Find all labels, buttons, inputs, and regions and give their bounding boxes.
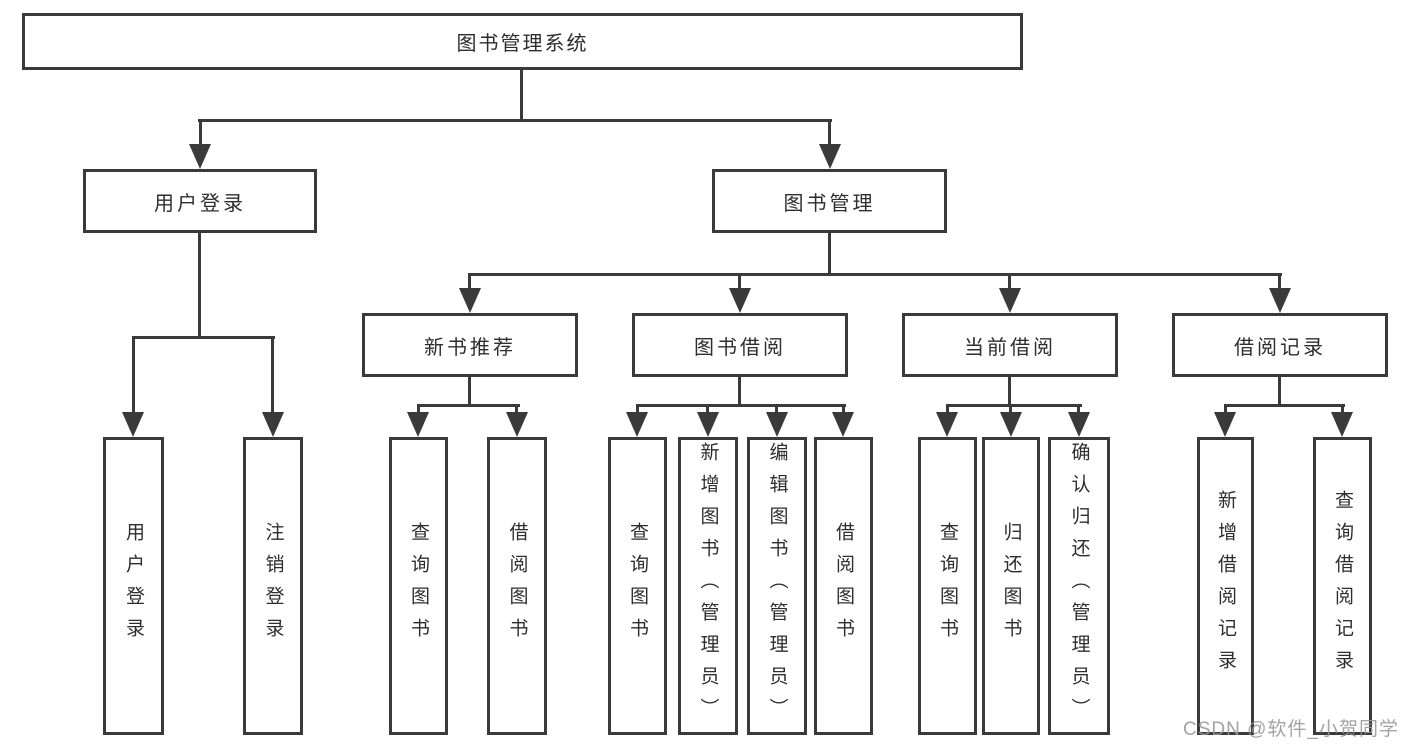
connector-cb-trunk xyxy=(1008,377,1011,407)
node-label: 新书推荐 xyxy=(424,336,516,359)
leaf-bb-edit-books-admin: 编辑图书（管理员） xyxy=(747,437,807,735)
connector-bb-hbar xyxy=(636,404,846,407)
arrowhead-borrow-records xyxy=(1269,288,1291,313)
connector-stem-bb-edit xyxy=(775,404,778,416)
connector-bb-trunk xyxy=(738,377,741,407)
arrowhead-nbr-borrow xyxy=(506,412,528,437)
arrowhead-br-query xyxy=(1331,412,1353,437)
connector-stem-user-login xyxy=(199,119,202,149)
connector-stem-bb-add xyxy=(706,404,709,416)
connector-nbr-trunk xyxy=(468,377,471,407)
leaf-cb-confirm-return-admin: 确认归还（管理员） xyxy=(1048,437,1110,735)
leaf-label: 用户登录 xyxy=(123,522,144,650)
leaf-br-query-record: 查询借阅记录 xyxy=(1313,437,1372,735)
leaf-label: 编辑图书（管理员） xyxy=(766,442,788,730)
leaf-br-add-record: 新增借阅记录 xyxy=(1197,437,1254,735)
arrowhead-book-borrow xyxy=(729,288,751,313)
leaf-user-login: 用户登录 xyxy=(103,437,164,735)
leaf-label: 新增图书（管理员） xyxy=(697,442,719,730)
connector-br-hbar xyxy=(1224,404,1345,407)
node-book-borrowing: 图书借阅 xyxy=(632,313,848,377)
arrowhead-cb-confirm xyxy=(1068,412,1090,437)
connector-book-mgmt-trunk xyxy=(828,232,831,276)
arrowhead-bb-borrow xyxy=(832,412,854,437)
leaf-label: 新增借阅记录 xyxy=(1215,490,1236,682)
leaf-nbr-borrow-books: 借阅图书 xyxy=(487,437,547,735)
connector-root-trunk xyxy=(520,69,523,122)
leaf-bb-borrow-books: 借阅图书 xyxy=(814,437,873,735)
connector-stem-br-query xyxy=(1341,404,1344,416)
node-current-borrowing: 当前借阅 xyxy=(902,313,1118,377)
connector-stem-leaf-login xyxy=(132,336,135,416)
connector-stem-br-add xyxy=(1224,404,1227,416)
connector-stem-borrow-records xyxy=(1278,273,1281,293)
leaf-label: 借阅图书 xyxy=(833,522,854,650)
leaf-label: 查询图书 xyxy=(627,522,648,650)
arrowhead-br-add xyxy=(1214,412,1236,437)
node-label: 用户登录 xyxy=(154,192,246,215)
connector-book-mgmt-hbar xyxy=(468,273,1282,276)
leaf-nbr-query-books: 查询图书 xyxy=(389,437,448,735)
arrowhead-bb-edit xyxy=(766,412,788,437)
connector-stem-bb-query xyxy=(636,404,639,416)
leaf-label: 借阅图书 xyxy=(506,522,528,650)
leaf-bb-add-books-admin: 新增图书（管理员） xyxy=(678,437,738,735)
connector-root-hbar xyxy=(198,119,832,122)
arrowhead-leaf-login xyxy=(122,412,144,437)
connector-stem-cb-confirm xyxy=(1077,404,1080,416)
csdn-watermark: CSDN @软件_小贺同学 xyxy=(1183,719,1399,740)
leaf-label: 确认归还（管理员） xyxy=(1068,442,1090,730)
connector-br-trunk xyxy=(1278,377,1281,407)
arrowhead-user-login xyxy=(189,144,211,169)
connector-stem-new-book xyxy=(468,273,471,293)
node-label: 图书管理系统 xyxy=(456,33,589,55)
leaf-bb-query-books: 查询图书 xyxy=(608,437,667,735)
leaf-logout: 注销登录 xyxy=(243,437,303,735)
node-user-login: 用户登录 xyxy=(83,169,317,233)
leaf-label: 归还图书 xyxy=(1000,522,1022,650)
connector-user-login-hbar xyxy=(132,336,275,339)
leaf-cb-return-books: 归还图书 xyxy=(982,437,1040,735)
node-borrow-records: 借阅记录 xyxy=(1172,313,1388,377)
connector-stem-nbr-borrow xyxy=(515,404,518,416)
leaf-label: 查询借阅记录 xyxy=(1332,490,1353,682)
node-label: 借阅记录 xyxy=(1234,336,1326,359)
connector-nbr-hbar xyxy=(417,404,520,407)
connector-stem-leaf-logout xyxy=(271,336,274,416)
connector-stem-cb-query xyxy=(946,404,949,416)
connector-stem-book-mgmt xyxy=(828,119,831,149)
connector-stem-nbr-query xyxy=(417,404,420,416)
node-root-library-system: 图书管理系统 xyxy=(22,13,1023,70)
arrowhead-book-mgmt xyxy=(819,144,841,169)
arrowhead-current-borrow xyxy=(999,288,1021,313)
arrowhead-new-book xyxy=(459,288,481,313)
connector-user-login-trunk xyxy=(198,232,201,339)
arrowhead-cb-query xyxy=(936,412,958,437)
leaf-label: 查询图书 xyxy=(937,522,958,650)
connector-stem-cb-return xyxy=(1009,404,1012,416)
node-new-book-recommend: 新书推荐 xyxy=(362,313,578,377)
leaf-label: 注销登录 xyxy=(262,522,284,650)
node-label: 图书管理 xyxy=(783,192,876,215)
node-book-management: 图书管理 xyxy=(712,169,947,233)
connector-stem-book-borrow xyxy=(738,273,741,293)
leaf-label: 查询图书 xyxy=(408,522,429,650)
arrowhead-leaf-logout xyxy=(262,412,284,437)
connector-stem-current-borrow xyxy=(1008,273,1011,293)
connector-stem-bb-borrow xyxy=(842,404,845,416)
arrowhead-cb-return xyxy=(1000,412,1022,437)
node-label: 当前借阅 xyxy=(964,336,1056,359)
node-label: 图书借阅 xyxy=(694,336,786,359)
leaf-cb-query-books: 查询图书 xyxy=(918,437,977,735)
connector-cb-hbar xyxy=(946,404,1082,407)
arrowhead-nbr-query xyxy=(407,412,429,437)
arrowhead-bb-query xyxy=(626,412,648,437)
arrowhead-bb-add xyxy=(697,412,719,437)
